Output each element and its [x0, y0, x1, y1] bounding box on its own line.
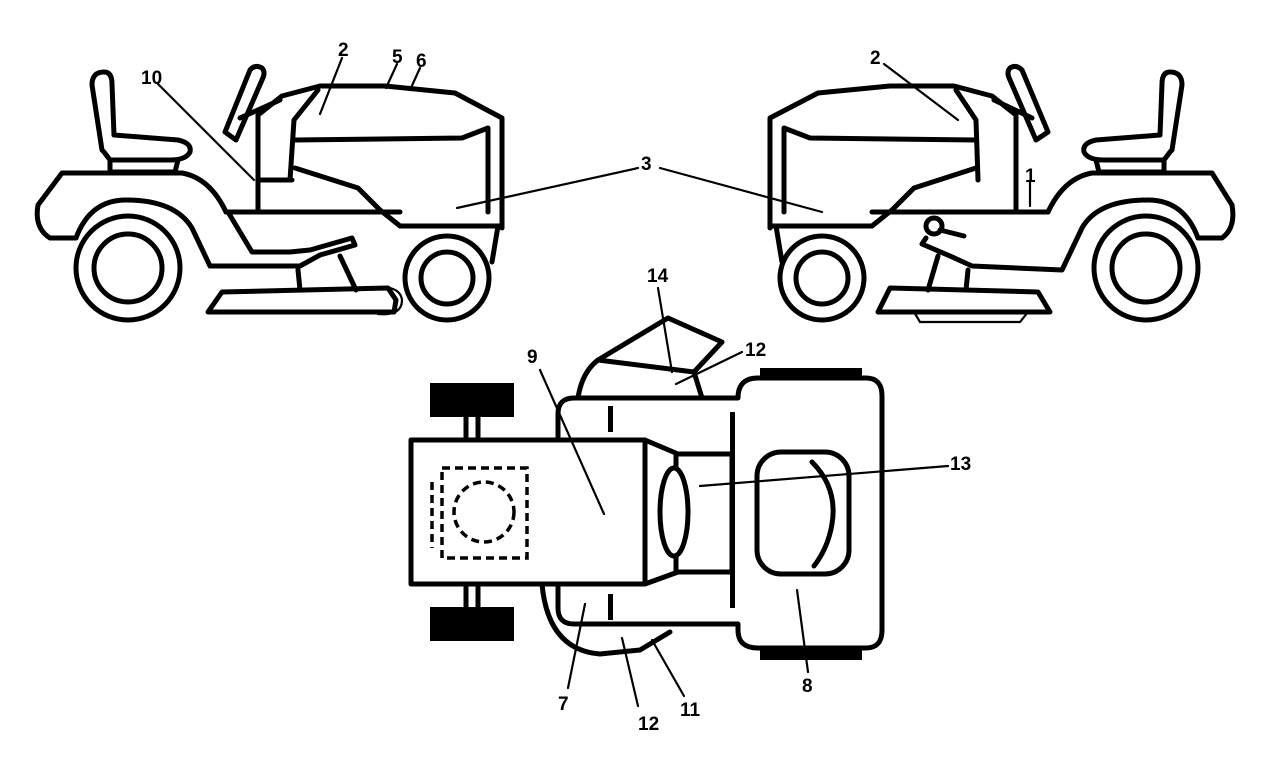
frame-right [773, 209, 1051, 265]
callout-3: 3 [641, 154, 652, 175]
callout-11: 11 [680, 700, 701, 721]
leader-6 [408, 66, 422, 92]
callout-7: 7 [558, 694, 569, 715]
rear-wheel-right [1091, 213, 1201, 323]
callout-8: 8 [802, 676, 813, 697]
deck-chute-left [368, 286, 404, 316]
mower-deck-right [875, 285, 1053, 315]
leader-8 [795, 588, 810, 674]
frame-left [223, 209, 501, 265]
tractor-top-view [408, 315, 885, 660]
callout-12-top: 12 [745, 340, 766, 361]
callout-12-bottom: 12 [638, 714, 659, 735]
leader-9 [538, 368, 606, 516]
hood-left [255, 83, 505, 231]
leader-2b [882, 62, 960, 122]
rear-hub-right [1109, 231, 1183, 305]
deck-lower-arc [539, 581, 673, 657]
callout-2-right: 2 [870, 48, 881, 69]
hood-oval-inner [809, 459, 836, 569]
rear-wheel-top-upper [430, 383, 514, 417]
steering-wheel-right [1005, 63, 1051, 143]
deck-lift-right [925, 253, 971, 293]
hood-inner-right [953, 87, 981, 183]
deck-marker-1 [608, 406, 613, 432]
front-wheel-right [777, 233, 867, 323]
deck-lift-left [295, 253, 359, 293]
leader-lines [156, 56, 1032, 708]
steering-wheel-left [222, 63, 267, 143]
deck-marker-2 [608, 594, 613, 620]
leader-5 [384, 62, 399, 90]
callout-14: 14 [647, 266, 669, 287]
tractor-right-side-view [767, 63, 1236, 324]
leader-11 [650, 638, 686, 698]
rear-axle-lower [463, 582, 481, 610]
grille-left [292, 125, 491, 215]
hood-side-right [767, 165, 979, 229]
rear-wheel-left [73, 213, 183, 323]
rear-body-lower-right [919, 197, 1236, 273]
front-hub-right [793, 249, 851, 307]
hood-right [767, 83, 1019, 231]
seat-outline-dashed [440, 466, 529, 560]
callout-6: 6 [416, 51, 427, 72]
leader-14 [656, 286, 674, 374]
leader-13 [698, 464, 950, 488]
hood-inner-left [287, 87, 321, 183]
leader-3a [455, 166, 640, 210]
rear-body-right [1013, 170, 1235, 215]
leader-10 [156, 82, 256, 182]
front-wheel-left [402, 233, 492, 323]
leader-12b [620, 636, 640, 708]
callout-13: 13 [950, 454, 971, 475]
hood-side-left [292, 165, 505, 229]
deck-skirt-right [912, 310, 1030, 324]
tractor-left-side-view [34, 63, 505, 323]
callout-9: 9 [527, 347, 538, 368]
leader-7 [566, 602, 587, 690]
rear-axle-upper [463, 414, 481, 443]
rear-body-lower-left [34, 197, 358, 269]
rear-hub-left [91, 231, 165, 305]
callout-2-left: 2 [338, 40, 349, 61]
leader-3b [658, 166, 824, 214]
callout-10: 10 [141, 68, 162, 89]
seat-circle-dashed [452, 480, 516, 544]
chute-fold [595, 357, 697, 375]
front-hub-left [418, 249, 476, 307]
rear-fender-top [408, 437, 648, 587]
mower-deck-left [205, 285, 399, 315]
seat-left [89, 69, 193, 163]
steering-wheel-top [657, 465, 691, 559]
lever-knob-right [923, 215, 945, 237]
callout-labels: 2 5 6 10 3 2 1 14 12 9 13 7 12 11 8 [141, 40, 1036, 735]
callout-1: 1 [1025, 166, 1036, 187]
callout-5: 5 [392, 47, 403, 68]
grille-right [781, 125, 979, 215]
rear-wheel-top-lower [430, 607, 514, 641]
lever-right [937, 227, 967, 239]
seat-right [1081, 69, 1185, 163]
leader-2a [318, 56, 344, 116]
leader-12a [674, 350, 744, 386]
